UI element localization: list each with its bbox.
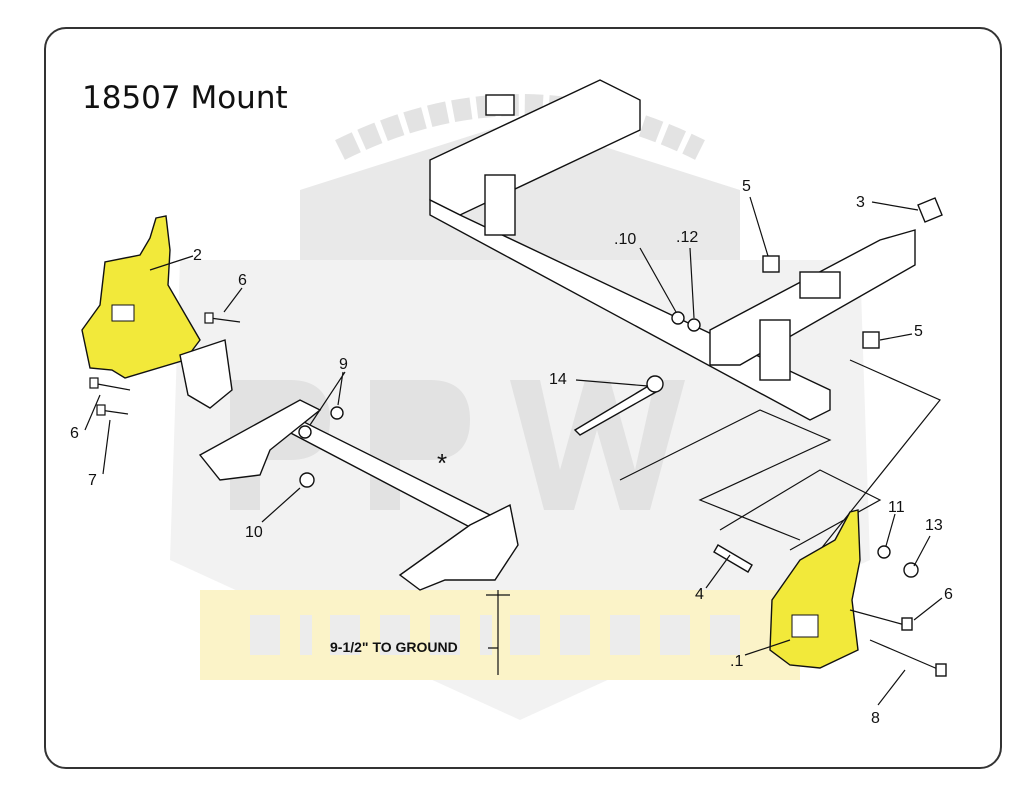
callout-8: 8 <box>871 710 880 727</box>
callout-12: .12 <box>676 229 698 246</box>
callout-6: 6 <box>944 586 953 603</box>
callout-13: 13 <box>925 517 943 534</box>
watermark-logo <box>170 94 870 720</box>
callout-10: 10 <box>245 524 263 541</box>
callout-star: * <box>437 448 447 478</box>
callout-6: 6 <box>238 272 247 289</box>
callout-7: 7 <box>88 472 97 489</box>
diagram-frame <box>44 27 1002 769</box>
ground-clearance-label: 9-1/2" TO GROUND <box>330 639 458 655</box>
callout-1: .1 <box>730 653 743 670</box>
callout-4: 4 <box>695 586 704 603</box>
callout-5: 5 <box>914 323 923 340</box>
bolts-left <box>89 312 241 416</box>
callout-2: 2 <box>193 247 202 264</box>
callout-9: 9 <box>339 356 348 373</box>
bracket-left-part-2 <box>81 215 201 379</box>
callout-14: 14 <box>549 371 567 388</box>
callout-5: 5 <box>742 178 751 195</box>
callout-3: 3 <box>856 194 865 211</box>
callout-11: 11 <box>888 499 905 516</box>
callout-6: 6 <box>70 425 79 442</box>
page-title: 18507 Mount <box>82 80 288 116</box>
callout-10: .10 <box>614 231 636 248</box>
